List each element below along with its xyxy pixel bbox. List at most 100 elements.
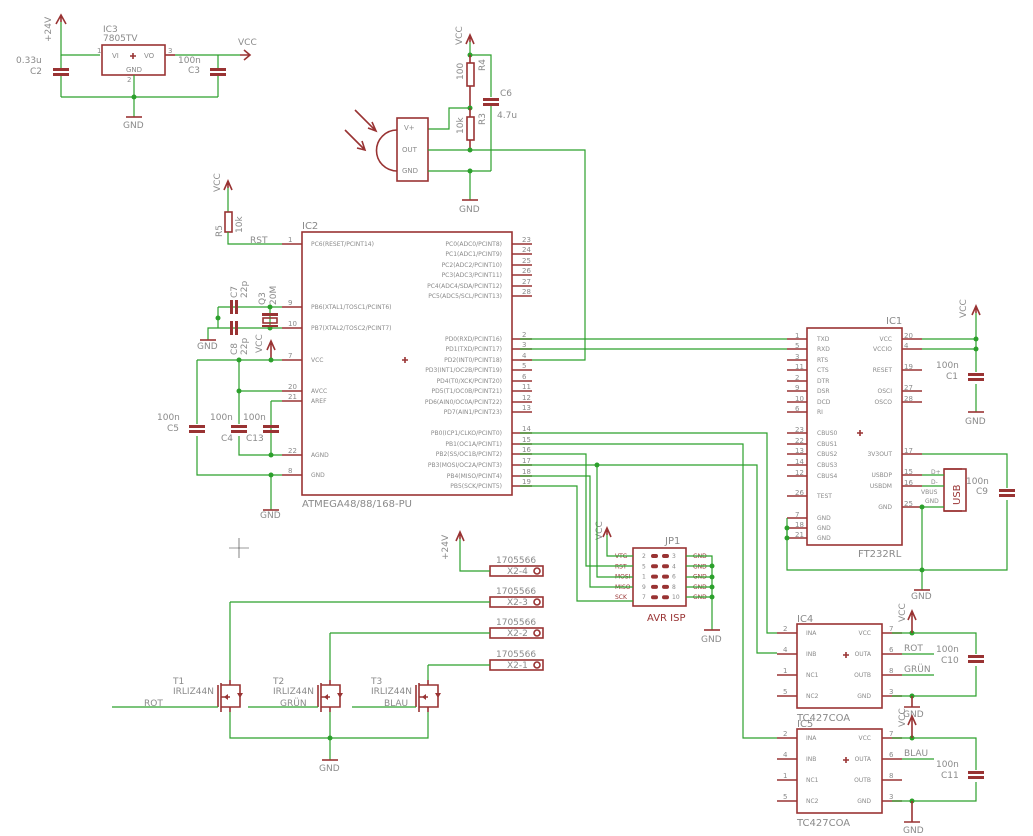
pin-label: CBUS3	[817, 462, 838, 469]
usb-pin-vbus: VBUS	[921, 489, 938, 496]
pin-number: 3	[522, 341, 526, 349]
pin-label: RXD	[817, 346, 830, 353]
pin-number: 10	[795, 395, 804, 403]
pin-number: 6	[889, 751, 894, 759]
c2-value: 0.33u	[16, 56, 42, 66]
c4-name: C4	[221, 434, 233, 444]
transistor-name: T1	[172, 677, 184, 687]
isp-gnd-label: GND	[693, 563, 707, 570]
gnd-symbol: GND	[197, 339, 218, 352]
r5-name: R5	[215, 225, 225, 237]
usb-pin-dplus: D+	[931, 469, 941, 476]
pin-number: 4	[672, 563, 676, 570]
pin-label: INB	[806, 756, 816, 763]
gnd-label: GND	[459, 205, 480, 215]
pin-number: 4	[783, 751, 788, 759]
r4-name: R4	[478, 59, 488, 71]
pin-number: 11	[522, 383, 531, 391]
r3-name: R3	[478, 113, 488, 125]
c9-name: C9	[976, 487, 988, 497]
pin-number: 8	[672, 584, 676, 591]
connector-part: 1705566	[496, 587, 536, 597]
capacitor-c3: 100n C3	[178, 55, 226, 97]
supply-vcc-arrow: VCC	[238, 38, 257, 61]
pin-number: 11	[795, 363, 804, 371]
pin-label: VCC	[311, 357, 323, 364]
pin-label: RESET	[873, 367, 893, 374]
vcc-label: VCC	[213, 173, 223, 192]
pin-label: CTS	[817, 367, 829, 374]
pin-label: NC2	[806, 693, 819, 700]
c1-name: C1	[946, 372, 958, 382]
c1-value: 100n	[936, 361, 959, 371]
pin-number: 21	[288, 393, 297, 401]
ic2-decoupling: VCC 100n C5 100n C4 100n C13 GND	[157, 334, 282, 521]
isp-signal-label: RST	[615, 563, 627, 570]
pin-number: 26	[522, 267, 531, 275]
gnd-label: GND	[903, 826, 924, 836]
gnd-label: GND	[911, 592, 932, 602]
pin-label: PD1(TXD/PCINT17)	[445, 346, 502, 353]
capacitor-c9: 100n C9	[966, 477, 1015, 497]
pin-label: OSCO	[875, 399, 893, 406]
transistor-name: T2	[272, 677, 284, 687]
pin-label: OSCI	[878, 388, 893, 395]
connector-name: X2-4	[507, 567, 528, 577]
pin-number: 12	[795, 469, 804, 477]
vcc-label: VCC	[898, 603, 908, 622]
pin-label: CBUS0	[817, 430, 838, 437]
pin-number: 22	[288, 447, 297, 455]
pin-label: CBUS2	[817, 451, 838, 458]
c11-name: C11	[941, 771, 959, 781]
vcc-symbol: VCC	[898, 603, 917, 633]
pin-number: 23	[795, 426, 804, 434]
pin-label: TXD	[816, 336, 830, 343]
c11-value: 100n	[936, 760, 959, 770]
ic-value: TC427COA	[796, 818, 850, 829]
pin-label: PC2(ADC2/PCINT10)	[442, 262, 502, 269]
ic3-value: 7805TV	[103, 34, 138, 44]
c4-value: 100n	[210, 413, 233, 423]
vcc-label: VCC	[455, 26, 465, 45]
ic1-power: VCC 100n C1 GND	[922, 299, 986, 427]
pin-number: 7	[889, 730, 893, 738]
ic2-name: IC2	[302, 221, 318, 232]
c9-value: 100n	[966, 477, 989, 487]
pin-number: 6	[795, 405, 800, 413]
pin-label: OUTA	[855, 651, 872, 658]
pin-number: 8	[889, 772, 893, 780]
pin-label: GND	[817, 515, 831, 522]
pin-number: 3	[672, 553, 676, 560]
pin-label: PB3(MOSI/OC2A/PCINT3)	[428, 462, 502, 469]
vcc-symbol: VCC	[455, 26, 475, 45]
pin-label: NC1	[806, 777, 819, 784]
jp1-name: JP1	[664, 536, 680, 547]
pin-label: RI	[817, 409, 823, 416]
vcc-label: VCC	[255, 334, 265, 353]
jp1-value: AVR ISP	[647, 613, 686, 624]
pin-label: PC4(ADC4/SDA/PCINT12)	[427, 283, 502, 290]
connector-part: 1705566	[496, 556, 536, 566]
power-supply-section: +24V 0.33u C2 IC3 7805TV VI VO GND 1 3 2	[16, 13, 257, 131]
pin-label: NC1	[806, 672, 819, 679]
ic-name: IC4	[797, 614, 813, 625]
pin-number: 10	[672, 594, 680, 601]
pin-label: GND	[857, 798, 871, 805]
usb-pin-dminus: D-	[931, 479, 938, 486]
r3-value: 10k	[456, 117, 466, 134]
pin-label: GND	[878, 504, 892, 511]
gnd-symbol: GND	[701, 629, 722, 645]
gnd-label: GND	[965, 417, 986, 427]
gnd-symbol: GND	[965, 411, 986, 427]
pin-label: AVCC	[311, 388, 327, 395]
pin-number: 17	[904, 447, 913, 455]
transistor-value: IRLIZ44N	[273, 687, 314, 697]
gnd-label: GND	[903, 710, 924, 720]
vcc-symbol: VCC	[595, 521, 612, 540]
ic1-value: FT232RL	[858, 549, 902, 560]
pin-label: PD2(INT0/PCINT18)	[444, 357, 502, 364]
